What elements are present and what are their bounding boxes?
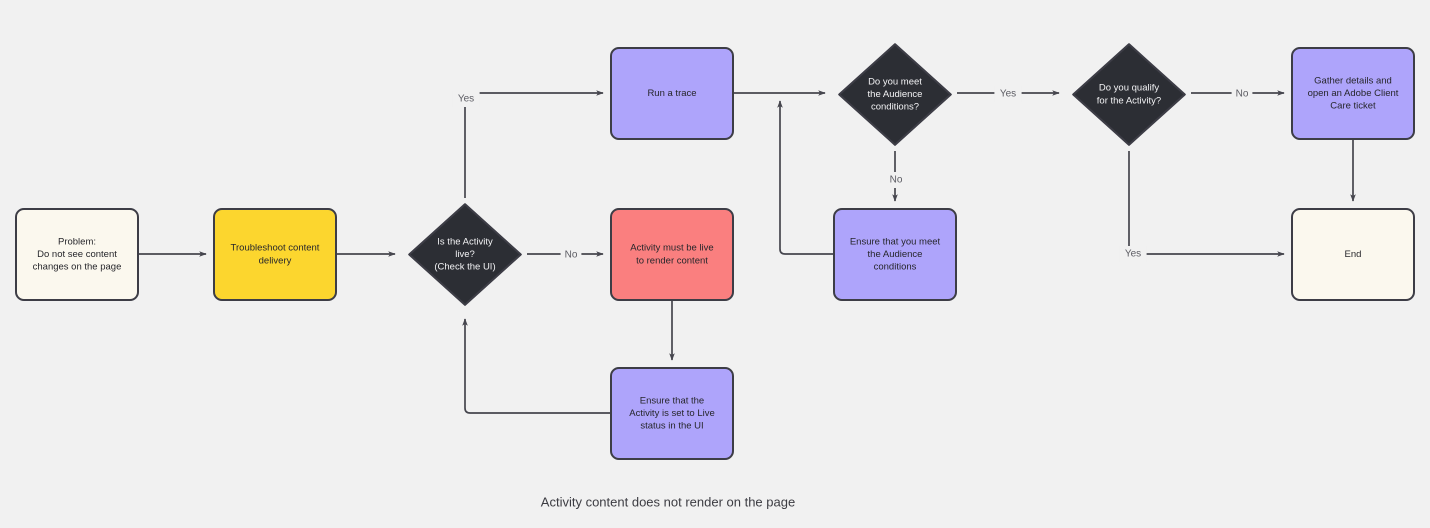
ensure-audience-conditions-node-label-line-0: Ensure that you meet <box>850 236 941 247</box>
edge-audience-yes-to-qualify-label: Yes <box>1000 89 1016 100</box>
audience-conditions-decision-shape-inner <box>838 43 952 146</box>
edge-audience-no-to-ensure-audience-label: No <box>890 175 903 186</box>
gather-details-ticket-node[interactable]: Gather details and open an Adobe ClientCa… <box>1291 47 1415 140</box>
is-activity-live-decision-label-line-1: live? <box>455 249 475 260</box>
edge-set-live-back-to-decision <box>462 318 611 414</box>
activity-must-be-live-node-shape <box>610 208 734 301</box>
ensure-activity-live-status-node-shape <box>610 367 734 460</box>
edge-no-to-activity-must-be-live-label-backdrop <box>560 247 582 263</box>
run-a-trace-node[interactable]: Run a trace <box>610 47 734 140</box>
edge-audience-yes-to-qualify: Yes <box>957 86 1060 102</box>
problem-node-label-line-0: Problem: <box>58 236 96 247</box>
gather-details-ticket-node-label-line-2: Care ticket <box>1330 101 1376 112</box>
edge-yes-to-run-a-trace: Yes <box>452 90 604 198</box>
activity-must-be-live-node-label-line-0: Activity must be live <box>630 243 713 254</box>
end-node[interactable]: End <box>1291 208 1415 301</box>
gather-details-ticket-node-label-line-0: Gather details and <box>1314 75 1392 86</box>
ensure-audience-conditions-node[interactable]: Ensure that you meet the Audience conditio… <box>833 208 957 301</box>
is-activity-live-decision-label-line-2: (Check the UI) <box>434 262 495 273</box>
edge-qualify-no-to-gather-details-label: No <box>1236 89 1249 100</box>
end-node-shape <box>1291 208 1415 301</box>
audience-conditions-decision-label-line-1: the Audience <box>868 89 923 100</box>
run-a-trace-node-shape <box>610 47 734 140</box>
edge-qualify-no-to-gather-details-label-backdrop <box>1231 86 1253 102</box>
is-activity-live-decision-label-line-0: Is the Activity <box>437 236 493 247</box>
activity-must-be-live-node-label-line-1: to render content <box>636 255 708 266</box>
ensure-activity-live-status-node-label-line-0: Ensure that the <box>640 395 704 406</box>
edge-yes-to-run-a-trace-label: Yes <box>458 94 474 105</box>
edge-qualify-no-to-gather-details: No <box>1191 86 1285 102</box>
problem-node-shape <box>15 208 139 301</box>
ensure-audience-conditions-node-shape <box>833 208 957 301</box>
ensure-activity-live-status-node-label-line-1: Activity is set to Live <box>629 408 715 419</box>
gather-details-ticket-node-label-line-1: open an Adobe Client <box>1308 88 1399 99</box>
audience-conditions-decision-label-line-2: conditions? <box>871 102 919 113</box>
is-activity-live-decision[interactable]: Is the Activity live? (Check the UI) <box>408 203 522 306</box>
nodes-layer: Problem: Do not see content changes on the… <box>15 43 1415 460</box>
ensure-audience-conditions-node-label-line-2: conditions <box>874 262 917 273</box>
edge-ensure-audience-back-to-trace-line <box>777 100 834 255</box>
do-you-qualify-decision-label-line-0: Do you qualify <box>1099 83 1159 94</box>
edge-no-to-activity-must-be-live: No <box>527 247 604 263</box>
troubleshoot-content-delivery-node-label-line-1: delivery <box>259 255 292 266</box>
do-you-qualify-decision-shape-inner <box>1072 43 1186 146</box>
problem-node-label-line-1: Do not see content <box>37 249 117 260</box>
edge-audience-no-to-ensure-audience-label-backdrop <box>885 172 907 188</box>
edge-audience-yes-to-qualify-label-backdrop <box>994 86 1022 102</box>
is-activity-live-decision-shape-inner <box>408 203 522 306</box>
edge-qualify-yes-to-end-label: Yes <box>1125 249 1141 260</box>
troubleshoot-content-delivery-node-label-line-0: Troubleshoot content <box>231 243 320 254</box>
run-a-trace-node-label-line-0: Run a trace <box>647 88 696 99</box>
edge-audience-no-to-ensure-audience: No <box>885 151 907 202</box>
edge-yes-to-run-a-trace-line <box>464 90 604 198</box>
audience-conditions-decision[interactable]: Do you meet the Audience conditions? <box>838 43 952 146</box>
edge-set-live-back-to-decision-line <box>462 318 611 414</box>
do-you-qualify-decision-label-line-1: for the Activity? <box>1097 95 1161 106</box>
edge-yes-to-run-a-trace-label-backdrop <box>452 91 480 107</box>
end-node-label-line-0: End <box>1345 249 1362 260</box>
troubleshoot-content-delivery-node-shape <box>213 208 337 301</box>
ensure-audience-conditions-node-label-line-1: the Audience <box>868 249 923 260</box>
edge-no-to-activity-must-be-live-label: No <box>565 250 578 261</box>
problem-node[interactable]: Problem: Do not see content changes on the… <box>15 208 139 301</box>
audience-conditions-decision-label-line-0: Do you meet <box>868 76 922 87</box>
edge-qualify-yes-to-end-label-backdrop <box>1119 246 1147 262</box>
edge-ensure-audience-back-to-trace-line-line <box>777 100 834 255</box>
diagram-caption: Activity content does not render on the … <box>541 494 795 509</box>
edge-qualify-yes-to-end-line <box>1128 151 1285 257</box>
problem-node-label-line-2: changes on the page <box>33 262 122 273</box>
gather-details-ticket-node-shape <box>1291 47 1415 140</box>
edge-qualify-yes-to-end: Yes <box>1119 151 1285 262</box>
ensure-activity-live-status-node-label-line-2: status in the UI <box>640 421 703 432</box>
